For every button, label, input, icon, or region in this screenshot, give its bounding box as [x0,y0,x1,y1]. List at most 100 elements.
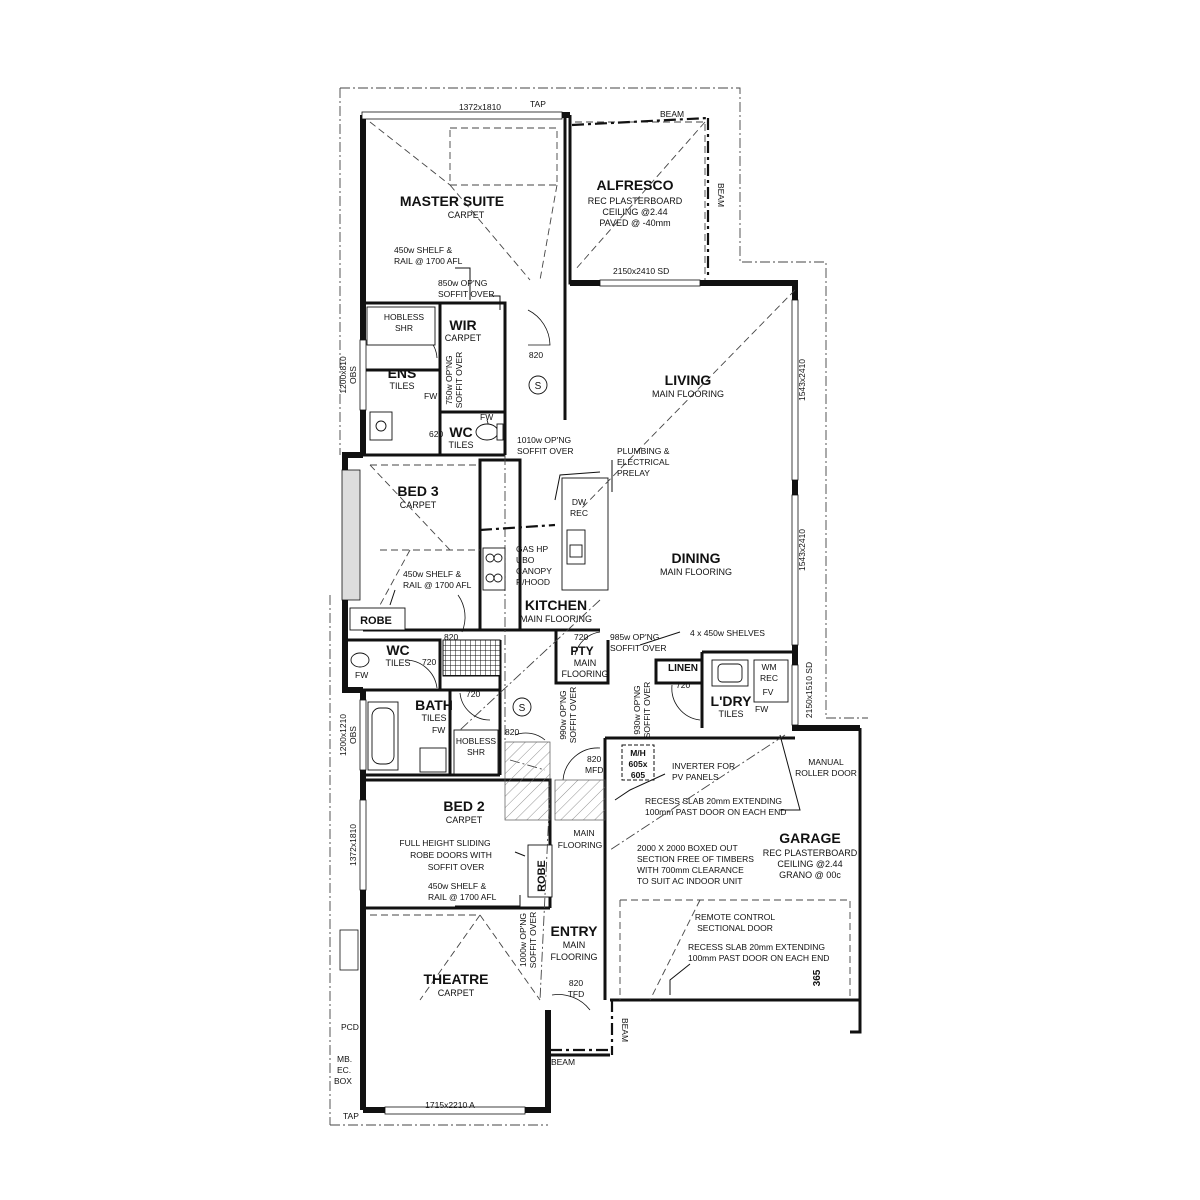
window-left-bed2: 1372x1810 [348,824,358,866]
soffit-985-1: 985w OP'NG [610,632,659,642]
theatre-finish: CARPET [438,988,475,998]
internal-walls [345,115,795,1000]
master-suite-label: MASTER SUITE [400,193,504,209]
fixtures [350,306,789,821]
manual-1: MANUAL [808,757,844,767]
window-left-lower-1: 1200x1210 [338,714,348,756]
gas-1: GAS HP [516,544,548,554]
tap-top-note: TAP [530,99,546,109]
door-820-mfd-1: 820 [587,754,601,764]
inverter-1: INVERTER FOR [672,761,735,771]
soffit-990-1: 990w OP'NG [558,690,568,739]
manual-2: ROLLER DOOR [795,768,857,778]
hobless-upper-2: SHR [395,323,413,333]
smoke-detector-2: S [519,703,526,714]
meter-1: MB. [337,1054,352,1064]
door-820-wir: 820 [529,350,543,360]
dw-1: DW [572,497,586,507]
bath-finish: TILES [421,713,446,723]
alfresco-label: ALFRESCO [597,177,674,193]
soffit-985-2: SOFFIT OVER [610,643,667,653]
window-left-lower-2: OBS [348,726,358,744]
recess-upper-2: 100mm PAST DOOR ON EACH END [645,807,786,817]
ceiling-lines [369,121,851,1001]
leader-lines [389,267,801,995]
garage-line2: CEILING @2.44 [777,859,842,869]
soffit-1000-1: 1000w OP'NG [518,913,528,967]
boxed-2: SECTION FREE OF TIMBERS [637,854,754,864]
soffit-1010-2: SOFFIT OVER [517,446,574,456]
wc-upper-finish: TILES [448,440,473,450]
robe-bed3-label: ROBE [360,615,392,627]
remote-2: SECTIONAL DOOR [697,923,773,933]
fw-ldry: FW [755,704,768,714]
garage-line3: GRANO @ 00c [779,870,841,880]
wm-1: WM [761,662,776,672]
soffit-1010-1: 1010w OP'NG [517,435,571,445]
theatre-label: THEATRE [423,971,488,987]
pty-finish1: MAIN [574,658,597,668]
alfresco-line2: CEILING @2.44 [602,207,667,217]
plumbing-1: PLUMBING & [617,446,670,456]
bed2-finish: CARPET [446,815,483,825]
fw-wc-lower: FW [355,670,368,680]
garage-line1: REC PLASTERBOARD [763,848,858,858]
door-720-wc: 720 [422,657,436,667]
bath-label: BATH [415,697,453,713]
entry-label: ENTRY [551,923,599,939]
window-2150-sd: 2150x2410 SD [613,266,669,276]
pcd-note: PCD [341,1022,359,1032]
shelf-bed3-2: RAIL @ 1700 AFL [403,580,472,590]
sliding-3: SOFFIT OVER [428,862,485,872]
plumbing-2: ELECTRICAL [617,457,670,467]
inverter-2: PV PANELS [672,772,719,782]
beam-entry-h: BEAM [551,1057,575,1067]
ldry-finish: TILES [718,709,743,719]
recess-upper-1: RECESS SLAB 20mm EXTENDING [645,796,782,806]
recess-lower-1: RECESS SLAB 20mm EXTENDING [688,942,825,952]
boxed-1: 2000 X 2000 BOXED OUT [637,843,738,853]
bed2-label: BED 2 [443,798,484,814]
sliding-1: FULL HEIGHT SLIDING [399,838,490,848]
mh-1: M/H [630,748,646,758]
door-820-bath: 820 [505,727,519,737]
wir-finish: CARPET [445,333,482,343]
gas-3: CANOPY [516,566,552,576]
hobless-lower-1: HOBLESS [456,736,496,746]
door-820-bed3: 820 [444,632,458,642]
kitchen-label: KITCHEN [525,597,587,613]
dim-620: 620 [429,429,443,439]
entry-finish2: FLOORING [550,952,597,962]
dining-finish: MAIN FLOORING [660,567,732,577]
shelf-bed3-1: 450w SHELF & [403,569,461,579]
door-820-tfd-1: 820 [569,978,583,988]
main-flooring-hall-1: MAIN [573,828,594,838]
door-720-bath: 720 [466,689,480,699]
bed3-label: BED 3 [397,483,438,499]
shelf-master-1: 450w SHELF & [394,245,452,255]
kitchen-finish: MAIN FLOORING [520,614,592,624]
main-flooring-hall-2: FLOORING [558,840,602,850]
soffit-930-1: 930w OP'NG [632,685,642,734]
windows [339,111,799,1115]
door-820-tfd-2: TFD [568,989,585,999]
garage-label: GARAGE [779,830,840,846]
beam-entry-v: BEAM [620,1018,630,1042]
soffit-750-1: 750w OP'NG [444,355,454,404]
dim-365: 365 [812,969,823,986]
mh-3: 605 [631,770,645,780]
boxed-3: WITH 700mm CLEARANCE [637,865,744,875]
wc-upper-label: WC [449,424,472,440]
fv: FV [763,687,774,697]
hobless-upper-1: HOBLESS [384,312,424,322]
shelf-master-2: RAIL @ 1700 AFL [394,256,463,266]
alfresco-line1: REC PLASTERBOARD [588,196,683,206]
living-label: LIVING [665,372,712,388]
smoke-detector-1: S [535,381,542,392]
sliding-2: ROBE DOORS WITH [410,850,492,860]
shelves-4: 4 x 450w SHELVES [690,628,765,638]
gas-2: UBO [516,555,535,565]
window-top-note: 1372x1810 [459,102,501,112]
meter-3: BOX [334,1076,352,1086]
